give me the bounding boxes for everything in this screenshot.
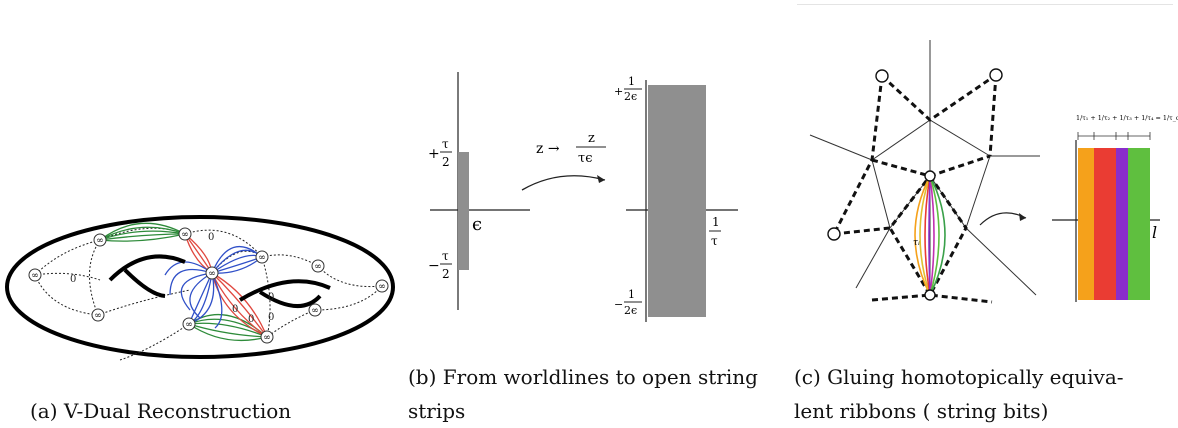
handle-right [238, 279, 331, 302]
svg-text:0: 0 [248, 314, 254, 325]
svg-text:∞: ∞ [208, 269, 216, 279]
node: ∞ [311, 259, 325, 273]
svg-text:1: 1 [628, 288, 635, 301]
svg-text:∞: ∞ [94, 311, 102, 321]
sum-formula: 1/τ₁ + 1/τ₂ + 1/τ₃ + 1/τ₄ = 1/τ_σ [1076, 114, 1178, 122]
zero-labels: 0 0 0 0 0 0 [70, 232, 274, 325]
ribbon-label: τᵢ [913, 238, 920, 248]
handle-right-lower [258, 290, 322, 309]
svg-text:∞: ∞ [181, 230, 189, 240]
handle-left [108, 254, 186, 282]
svg-text:+: + [614, 85, 623, 98]
svg-text:τ: τ [711, 234, 718, 248]
svg-text:∞: ∞ [31, 271, 39, 281]
caption-c-line2: lent ribbons ( string bits) [794, 399, 1049, 423]
open-nodes [827, 68, 1003, 301]
svg-text:0: 0 [70, 274, 76, 285]
svg-text:∞: ∞ [185, 320, 193, 330]
ribbons [1078, 148, 1150, 300]
lens-strands [914, 175, 946, 296]
svg-text:2ϵ: 2ϵ [624, 90, 637, 103]
glue-arrow [979, 212, 1027, 226]
infinity-nodes: ∞ ∞ ∞ ∞ ∞ ∞ ∞ ∞ ∞ ∞ ∞ [28, 227, 389, 344]
svg-text:∞: ∞ [258, 253, 266, 263]
ribbon-green [1128, 148, 1150, 300]
svg-text:2: 2 [442, 155, 450, 169]
node: ∞ [178, 227, 192, 241]
node: ∞ [375, 279, 389, 293]
node: ∞ [255, 250, 269, 264]
dashed-edges [832, 73, 998, 304]
width-markers [1077, 132, 1151, 140]
svg-text:0: 0 [268, 312, 274, 323]
svg-text:0: 0 [232, 304, 238, 315]
svg-text:z: z [588, 131, 595, 146]
svg-text:∞: ∞ [311, 306, 319, 316]
node: ∞ [308, 303, 322, 317]
panel-c-figure: τᵢ l 1/τ₁ + 1/τ₂ + 1/τ₃ + 1/τ₄ = 1/τ_σ [809, 40, 1178, 304]
epsilon-label: ϵ [472, 214, 482, 235]
svg-text:∞: ∞ [378, 282, 386, 292]
axis-label-l: l [1152, 223, 1157, 242]
half-eps-plus-label: +1 2ϵ [614, 75, 642, 103]
panel-b-figure: +τ 2 −τ 2 ϵ z → z τϵ +1 2ϵ −1 2ϵ 1 τ [428, 72, 738, 322]
svg-text:∞: ∞ [314, 262, 322, 272]
ribbon-orange [1078, 148, 1094, 300]
node: ∞ [205, 266, 219, 280]
map-arrowhead [597, 175, 605, 183]
node: ∞ [91, 308, 105, 322]
glue-arrowhead [1019, 213, 1026, 221]
panel-c-top-rule [797, 4, 1173, 5]
caption-a: (a) V-Dual Reconstruction [30, 399, 292, 423]
svg-text:2ϵ: 2ϵ [624, 304, 637, 317]
caption-b-line2: strips [408, 399, 466, 423]
half-eps-minus-label: −1 2ϵ [614, 288, 642, 317]
svg-text:0: 0 [268, 292, 274, 303]
ribbon-red [1094, 148, 1116, 300]
svg-text:z →: z → [536, 141, 560, 157]
node: ∞ [93, 233, 107, 247]
handle-left-lower [123, 268, 166, 298]
wide-strip [648, 85, 706, 317]
map-arrow [521, 175, 606, 191]
panel-a-figure: ∞ ∞ ∞ ∞ ∞ ∞ ∞ ∞ ∞ ∞ ∞ 0 0 0 0 0 0 [5, 215, 395, 361]
svg-text:1: 1 [712, 215, 720, 229]
svg-text:2: 2 [442, 267, 450, 281]
svg-text:−: − [428, 258, 440, 274]
svg-text:−: − [614, 298, 623, 311]
thin-strip [458, 152, 469, 270]
node: ∞ [260, 330, 274, 344]
ribbon-purple [1116, 148, 1128, 300]
caption-b-line1: (b) From worldlines to open string [408, 365, 758, 389]
svg-text:τϵ: τϵ [578, 151, 592, 166]
tau-plus-label: +τ 2 [428, 137, 452, 169]
svg-text:∞: ∞ [263, 333, 271, 343]
torus-outline [5, 215, 395, 359]
svg-text:τ: τ [442, 249, 449, 263]
one-over-tau-label: 1 τ [709, 215, 721, 248]
map-label: z → z τϵ [536, 131, 606, 166]
svg-text:1: 1 [628, 75, 635, 88]
thin-lines [809, 40, 1040, 296]
caption-c-line1: (c) Gluing homotopically equiva- [794, 365, 1124, 389]
svg-text:τ: τ [442, 137, 449, 151]
node: ∞ [28, 268, 42, 282]
tau-minus-label: −τ 2 [428, 249, 452, 281]
svg-text:0: 0 [208, 232, 214, 243]
svg-text:+: + [428, 146, 440, 162]
node: ∞ [182, 317, 196, 331]
svg-text:∞: ∞ [96, 236, 104, 246]
